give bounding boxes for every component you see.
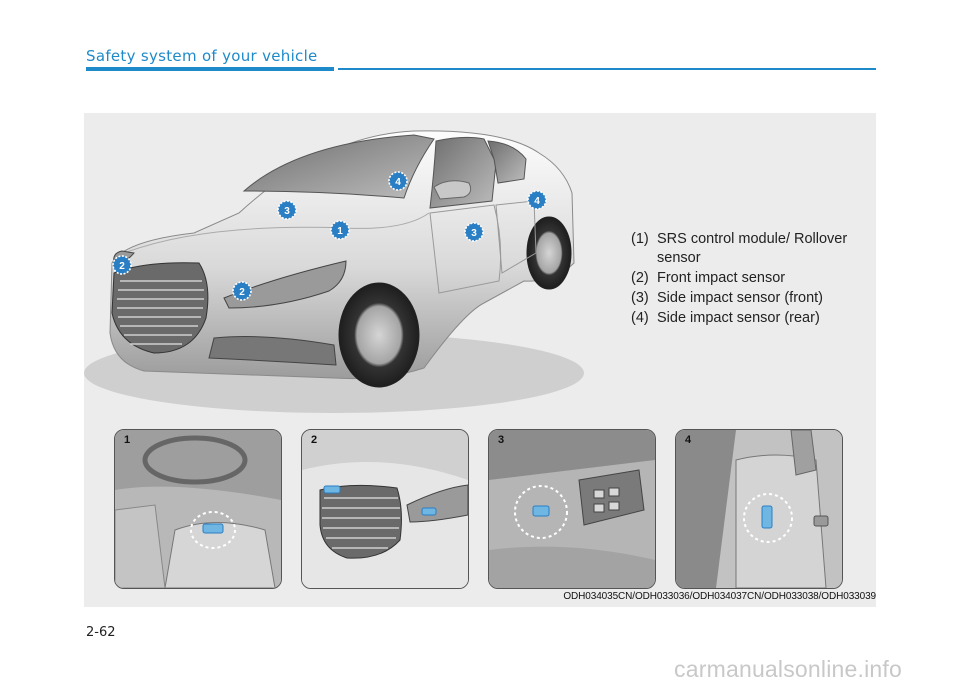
rear-pillar-image <box>676 430 842 588</box>
sensor-legend: (1) SRS control module/ Rollover sensor … <box>631 230 857 329</box>
svg-text:2: 2 <box>239 287 245 298</box>
front-door-image <box>489 430 655 588</box>
marker-3-left-icon: 3 <box>277 200 297 220</box>
svg-text:3: 3 <box>471 228 477 239</box>
svg-text:2: 2 <box>119 261 125 272</box>
svg-text:4: 4 <box>395 177 401 188</box>
thumbnail-side-front-sensor: 3 <box>488 429 656 589</box>
page-number: 2-62 <box>86 625 116 640</box>
interior-console-image <box>115 430 281 588</box>
legend-num: (3) <box>631 290 649 306</box>
legend-text: Front impact sensor <box>657 270 786 286</box>
figure-codes: ODH034035CN/ODH033036/ODH034037CN/ODH033… <box>563 591 876 602</box>
header-rule-thick <box>86 67 334 71</box>
front-grille-image <box>302 430 468 588</box>
thumbnail-number: 1 <box>124 434 131 446</box>
svg-text:1: 1 <box>337 226 343 237</box>
svg-text:3: 3 <box>284 206 290 217</box>
legend-num: (1) <box>631 231 649 247</box>
watermark: carmanualsonline.info <box>674 656 902 682</box>
legend-num: (2) <box>631 270 649 286</box>
legend-text: Side impact sensor (front) <box>657 290 824 306</box>
thumbnail-front-sensor: 2 <box>301 429 469 589</box>
marker-2-front-left-icon: 2 <box>112 255 132 275</box>
thumbnail-number: 2 <box>311 434 318 446</box>
legend-text: Side impact sensor (rear) <box>657 310 820 326</box>
car-illustration: 1 2 2 3 3 4 4 <box>84 130 584 413</box>
svg-text:4: 4 <box>534 196 540 207</box>
marker-4-right-icon: 4 <box>527 190 547 210</box>
legend-item-2: (2) Front impact sensor <box>631 269 857 288</box>
legend-item-4: (4) Side impact sensor (rear) <box>631 309 857 328</box>
thumbnail-number: 3 <box>498 434 505 446</box>
thumbnail-number: 4 <box>685 434 692 446</box>
legend-text: SRS control module/ Rollover sensor <box>657 231 848 266</box>
marker-4-left-icon: 4 <box>388 171 408 191</box>
marker-2-front-right-icon: 2 <box>232 281 252 301</box>
legend-item-3: (3) Side impact sensor (front) <box>631 289 857 308</box>
section-title: Safety system of your vehicle <box>86 47 318 65</box>
thumbnail-srs-module: 1 <box>114 429 282 589</box>
legend-item-1: (1) SRS control module/ Rollover sensor <box>631 230 857 268</box>
legend-num: (4) <box>631 310 649 326</box>
marker-3-right-icon: 3 <box>464 222 484 242</box>
marker-1-icon: 1 <box>330 220 350 240</box>
thumbnail-side-rear-sensor: 4 <box>675 429 843 589</box>
header-rule-thin <box>338 68 876 70</box>
